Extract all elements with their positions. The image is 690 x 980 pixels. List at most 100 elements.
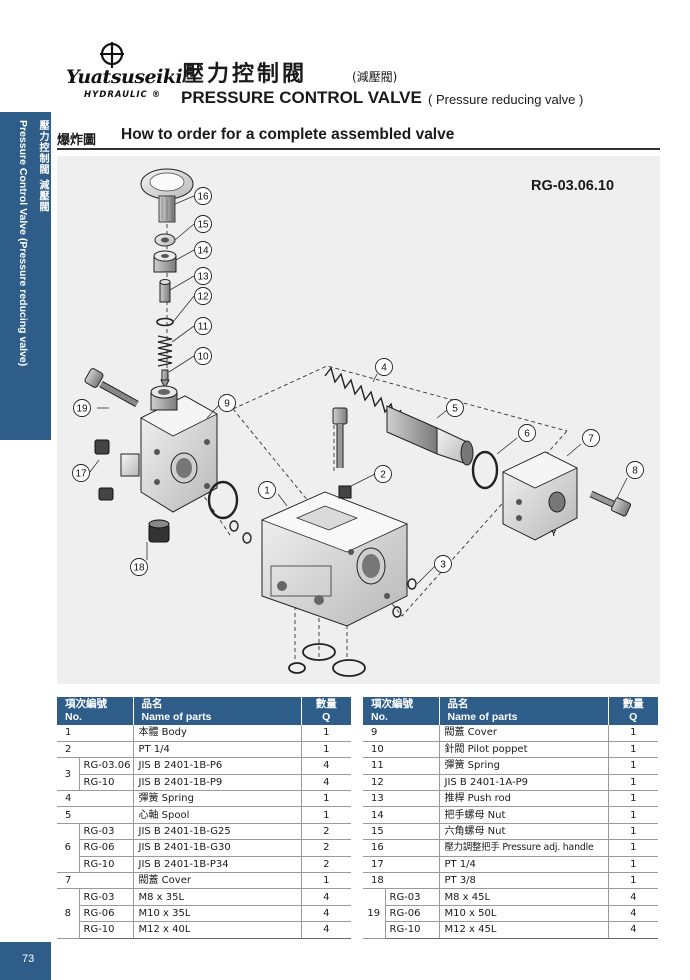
callout-15: 15 xyxy=(194,215,212,233)
callout-label: 14 xyxy=(197,246,209,257)
part-15-hex-nut xyxy=(154,233,176,247)
side-tab-label-zh: 壓力控制閥 減壓閥 xyxy=(37,120,48,213)
callout-label: 19 xyxy=(76,404,88,415)
part-5-spool xyxy=(386,405,474,466)
part-2-plug xyxy=(338,485,352,499)
callout-label: 15 xyxy=(197,220,209,231)
part-11-spring xyxy=(157,335,173,367)
section-heading-en: How to order for a complete assembled va… xyxy=(121,126,455,143)
callout-label: 8 xyxy=(632,466,638,477)
callout-1: 1 xyxy=(258,481,276,499)
part-19-bolt xyxy=(84,368,139,408)
side-tab-label-en: Pressure Control Valve (Pressure reducin… xyxy=(17,120,29,367)
callout-label: 7 xyxy=(588,434,594,445)
part-14-handle-nut xyxy=(153,250,177,273)
callout-17: 17 xyxy=(72,464,90,482)
callout-12: 12 xyxy=(194,287,212,305)
part-8-bolt-right xyxy=(589,490,632,517)
page-number-tab xyxy=(0,942,51,980)
cover-port-mark: Y xyxy=(551,529,557,538)
part-8-bolt-vertical xyxy=(332,407,348,468)
callout-2: 2 xyxy=(374,465,392,483)
callout-label: 2 xyxy=(380,470,386,481)
page-title-zh: 壓力控制閥 xyxy=(182,62,308,87)
callout-label: 11 xyxy=(198,322,209,333)
bottom-o-rings xyxy=(288,643,366,677)
callout-label: 12 xyxy=(197,292,209,303)
section-divider xyxy=(57,148,660,150)
callout-4: 4 xyxy=(375,358,393,376)
callout-label: 10 xyxy=(197,352,209,363)
page-title-zh-sub: (減壓閥) xyxy=(352,70,398,84)
callout-label: 6 xyxy=(524,429,530,440)
brand-name: Yuatsuseiki xyxy=(66,66,183,88)
callout-9: 9 xyxy=(218,394,236,412)
part-18-plug xyxy=(148,519,170,543)
callout-11: 11 xyxy=(194,317,212,335)
part-12-o-ring xyxy=(156,317,174,327)
section-heading-zh: 爆炸圖 xyxy=(57,133,97,148)
part-16-pressure-handle xyxy=(140,168,194,223)
callout-label: 9 xyxy=(224,399,230,410)
callout-label: 4 xyxy=(381,363,387,374)
callout-6: 6 xyxy=(518,424,536,442)
callout-label: 3 xyxy=(440,560,446,571)
callout-label: 18 xyxy=(133,563,145,574)
page-title-en: PRESSURE CONTROL VALVE xyxy=(181,88,422,107)
page-number: 73 xyxy=(22,953,35,965)
callout-5: 5 xyxy=(446,399,464,417)
callout-13: 13 xyxy=(194,267,212,285)
part-6-o-ring-left xyxy=(207,480,239,520)
callout-7: 7 xyxy=(582,429,600,447)
model-code: RG-03.06.10 xyxy=(531,178,615,194)
callout-label: 17 xyxy=(75,469,87,480)
callout-14: 14 xyxy=(194,241,212,259)
part-13-push-rod xyxy=(159,279,171,303)
callout-label: 1 xyxy=(264,486,270,497)
page-title-en-sub: ( Pressure reducing valve ) xyxy=(428,92,584,107)
callout-10: 10 xyxy=(194,347,212,365)
part-3-o-rings xyxy=(229,520,417,618)
part-9-cover xyxy=(120,385,218,513)
side-chapter-tab xyxy=(0,112,51,440)
callout-label: 13 xyxy=(197,272,209,283)
callout-label: 16 xyxy=(197,192,209,203)
part-7-cover: Y xyxy=(502,451,578,541)
brand-subtitle: HYDRAULIC ® xyxy=(84,90,162,100)
logo-emblem-icon xyxy=(100,42,124,68)
part-6-o-ring-right xyxy=(471,450,499,490)
callout-19: 19 xyxy=(73,399,91,417)
callout-leaders xyxy=(89,195,628,585)
